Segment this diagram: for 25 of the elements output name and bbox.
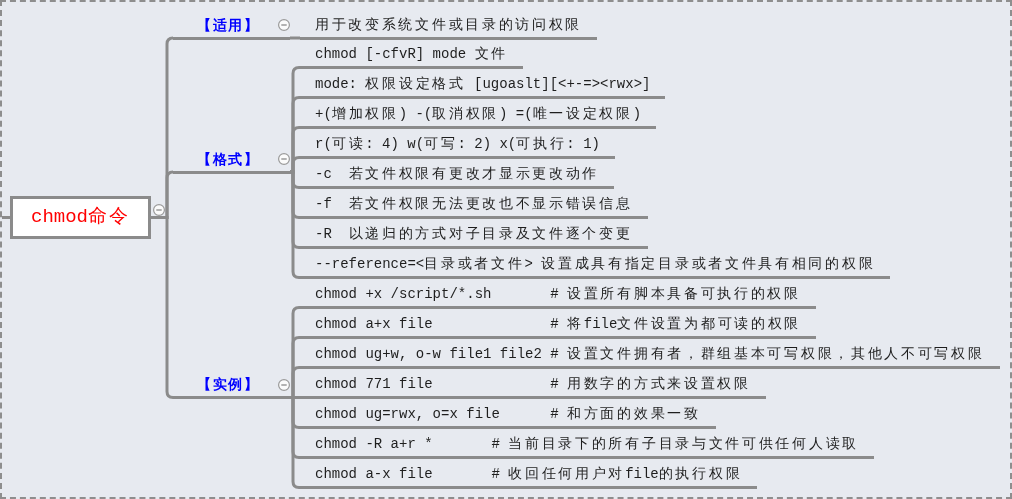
connector-line [290,366,301,399]
topic-text: mode: 权限设定格式 [ugoaslt][<+-=><rwx>] [315,75,651,94]
connector-line [290,396,301,489]
connector-line [2,216,10,219]
connector-line [290,36,300,40]
topic-box [10,196,151,239]
topic-text: -f 若文件权限无法更改也不显示错误信息 [315,195,633,214]
topic-text: -R 以递归的方式对子目录及文件逐个变更 [315,225,633,244]
topic-text: +(增加权限) -(取消权限) =(唯一设定权限) [315,105,642,124]
category-label: 【适用】 [197,15,259,35]
topic-text: r(可读: 4) w(可写: 2) x(可执行: 1) [315,135,600,154]
topic-text: chmod -R a+r * # 当前目录下的所有子目录与文件可供任何人读取 [315,435,859,454]
topic-text: chmod +x /script/*.sh # 设置所有脚本具备可执行的权限 [315,285,801,304]
topic-text: chmod a+x file # 将file文件设置为都可读的权限 [315,315,802,334]
topic-text: 用于改变系统文件或目录的访问权限 [315,15,583,35]
topic-text: chmod 771 file # 用数字的方式来设置权限 [315,375,751,394]
topic-text: chmod ug=rwx, o=x file # 和方面的效果一致 [315,405,701,424]
category-label: 【实例】 [197,375,259,394]
topic-title: chmod命令 [31,207,130,228]
category-label: 【格式】 [197,149,259,169]
topic-text: chmod ug+w, o-w file1 file2 # 设置文件拥有者，群组基本可写权限，其他人不可写权限 [315,345,985,364]
connector-line [290,170,301,279]
topic-text: -c 若文件权限有更改才显示更改动作 [315,165,600,184]
topic-text: --reference=<目录或者文件> 设置成具有指定目录或者文件具有相同的权限 [315,255,876,274]
topic-text: chmod [-cfvR] mode 文件 [315,45,509,64]
